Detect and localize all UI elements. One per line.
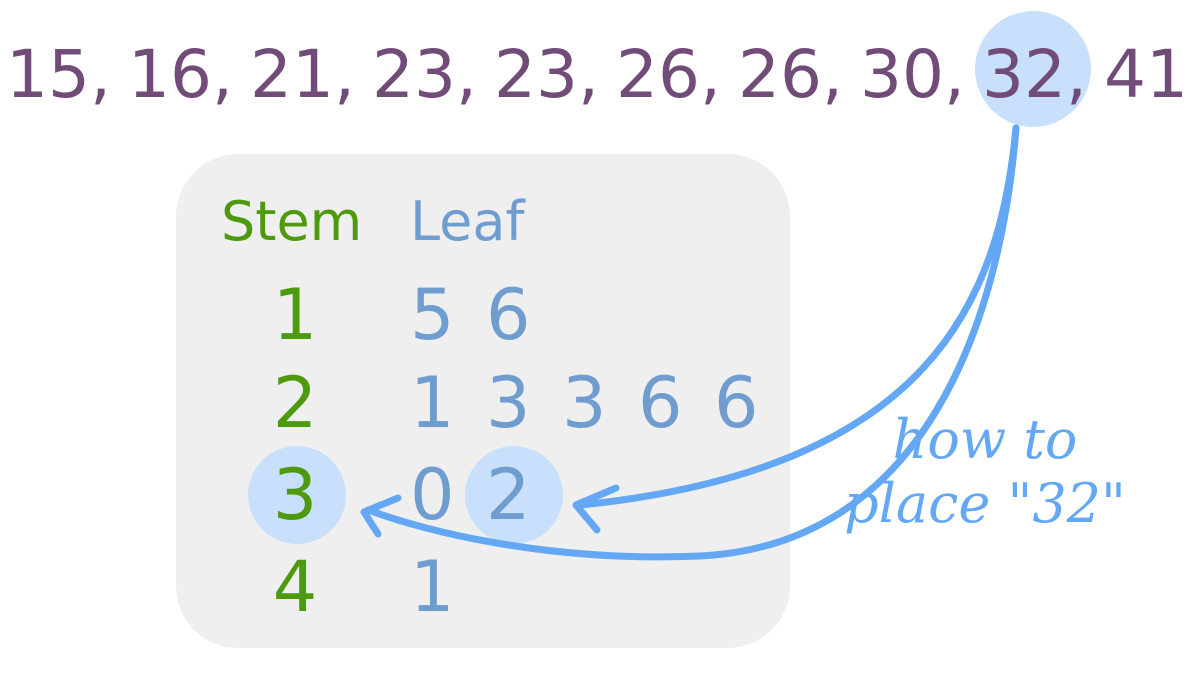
number-sequence: 15, 16, 21, 23, 23, 26, 26, 30, 32, 41 (0, 25, 1200, 125)
stem-row-1: 1 (272, 274, 318, 356)
placement-note: how to place "32" (820, 408, 1150, 536)
sequence-item-8-highlighted: 32, (982, 36, 1087, 113)
leaf-value: 1 (410, 546, 455, 628)
leaf-value: 3 (562, 362, 607, 444)
sequence-item-4: 23, (494, 36, 599, 113)
sequence-item-1: 16, (128, 36, 233, 113)
sequence-item-7: 30, (860, 36, 965, 113)
stem-row-3-highlighted: 3 (272, 454, 318, 536)
sequence-item-9: 41 (1104, 36, 1188, 113)
stem-highlight-circle (248, 446, 346, 544)
leaf-value: 6 (714, 362, 759, 444)
sequence-item-3: 23, (372, 36, 477, 113)
sequence-item-2: 21, (250, 36, 355, 113)
leaf-row-4: 1 (410, 544, 486, 630)
leaf-value: 1 (410, 362, 455, 444)
stem-row-4: 4 (272, 546, 318, 628)
leaf-value-highlighted: 2 (486, 454, 531, 536)
placement-note-line-2: place "32" (844, 472, 1126, 535)
leaf-header: Leaf (410, 190, 525, 253)
stem-leaf-panel (176, 154, 790, 648)
arrow-to-stem-path (364, 124, 1020, 561)
sequence-highlight-circle (975, 11, 1091, 127)
leaf-value: 6 (638, 362, 683, 444)
leaf-value: 3 (486, 362, 531, 444)
sequence-item-0: 15, (6, 36, 111, 113)
arrow-to-stem-head-icon (360, 494, 402, 538)
placement-note-line-1: how to (892, 408, 1078, 471)
leaf-value: 6 (486, 274, 531, 356)
leaf-value: 5 (410, 274, 455, 356)
leaf-highlight-circle (465, 446, 563, 544)
stem-header: Stem (221, 190, 363, 253)
sequence-item-6: 26, (738, 36, 843, 113)
sequence-item-5: 26, (616, 36, 721, 113)
stem-row-2: 2 (272, 362, 318, 444)
arrow-to-leaf-head-icon (572, 484, 620, 534)
